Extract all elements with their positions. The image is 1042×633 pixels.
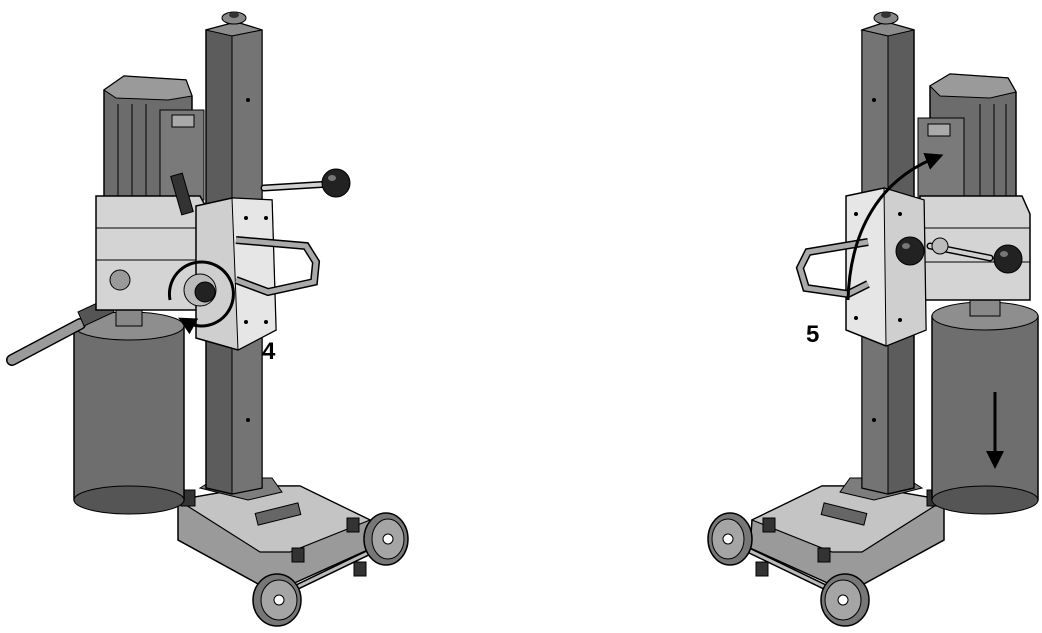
- left-carriage: [195, 197, 321, 351]
- left-drill-stand: [6, 11, 409, 627]
- left-rotation-knob: [183, 273, 217, 307]
- right-drill-stand: [707, 11, 1039, 627]
- right-wheel-back: [707, 512, 753, 566]
- left-rotation-arrow: [167, 260, 235, 335]
- right-lever-handles: [895, 236, 1023, 274]
- left-motor: [103, 75, 205, 211]
- right-wheel-front: [820, 573, 870, 627]
- step-label-4: 4: [262, 338, 276, 365]
- right-curved-up-arrow: [846, 152, 944, 301]
- right-carriage: [795, 187, 927, 347]
- left-core-bit: [73, 299, 185, 515]
- step-label-5: 5: [806, 321, 820, 348]
- left-wheel-front: [252, 573, 302, 627]
- right-core-bit: [931, 291, 1039, 515]
- left-wheel-back: [363, 512, 409, 566]
- left-lever-handle: [260, 168, 351, 198]
- right-motor: [917, 73, 1017, 211]
